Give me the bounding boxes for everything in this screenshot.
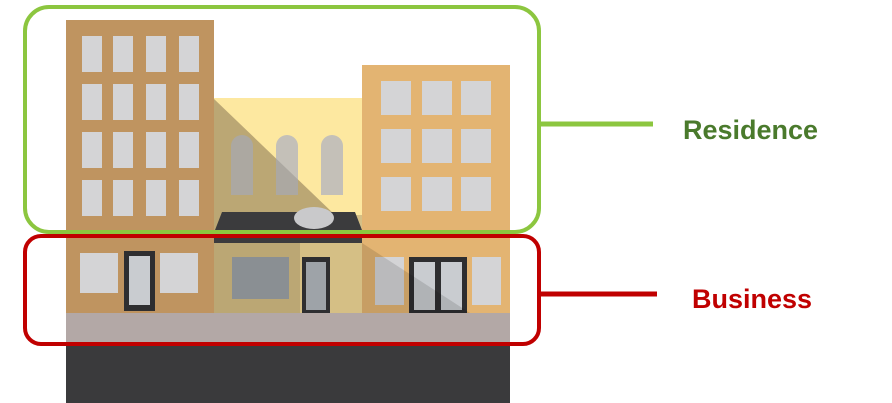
street	[66, 342, 510, 403]
residence-label: Residence	[683, 115, 818, 145]
left-building	[66, 20, 214, 313]
sidewalk	[66, 313, 510, 343]
right-building-windows	[381, 81, 491, 211]
business-label: Business	[692, 284, 812, 314]
arched-window	[321, 135, 343, 195]
right-building	[362, 65, 510, 313]
middle-building	[213, 98, 363, 313]
